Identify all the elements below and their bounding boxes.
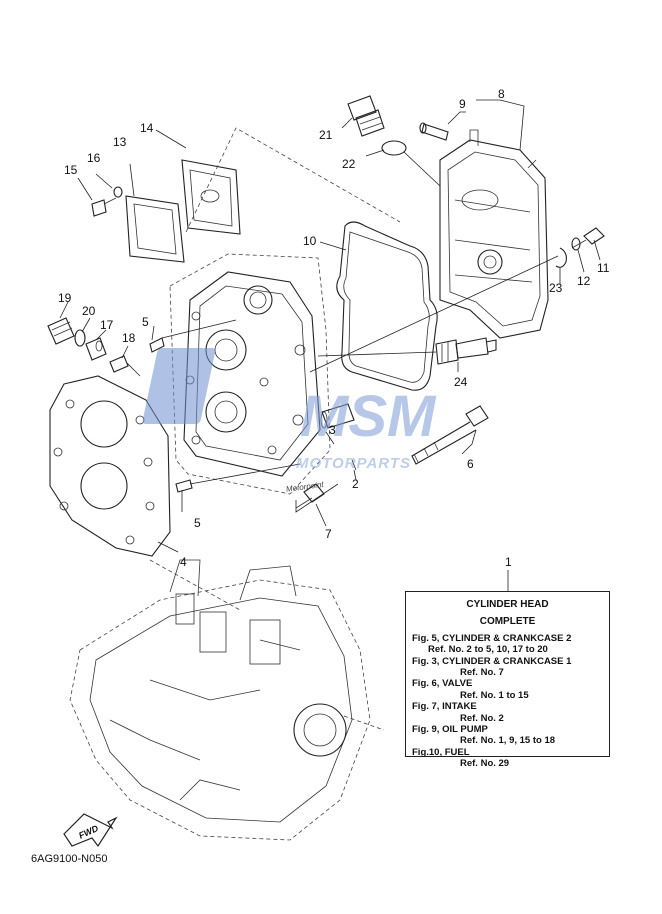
exhaust-cover-plate[interactable] <box>181 159 241 235</box>
callout-2: 2 <box>352 477 359 491</box>
head-bolt-long[interactable] <box>411 405 489 465</box>
callout-19: 19 <box>58 291 72 305</box>
cylinder-head[interactable] <box>169 253 331 495</box>
callout-13: 13 <box>113 135 127 149</box>
callout-labels: 1 2 3 4 5 5 6 7 8 9 10 11 12 13 14 15 16… <box>58 87 610 569</box>
callout-14: 14 <box>140 121 154 135</box>
cylinder-head-cover[interactable] <box>439 129 549 339</box>
ref-fig: Fig. 5, CYLINDER & CRANKCASE 2 <box>412 632 572 644</box>
diagram-code: 6AG9100-N050 <box>31 853 108 865</box>
reference-box: CYLINDER HEAD COMPLETE Fig. 5, CYLINDER … <box>405 591 610 769</box>
watermark: MSM MOTORPARTS <box>142 348 437 472</box>
hose-clip[interactable] <box>555 247 567 268</box>
plug-gasket[interactable] <box>74 329 86 347</box>
dowel-pin-upper[interactable] <box>149 337 165 353</box>
callout-4: 4 <box>180 555 187 569</box>
callout-21: 21 <box>319 128 333 142</box>
hose-nipple[interactable] <box>419 122 449 141</box>
ref-fig: Fig. 9, OIL PUMP <box>412 724 488 736</box>
callout-18: 18 <box>122 331 136 345</box>
ref-numbers: Ref. No. 2 to 5, 10, 17 to 20 <box>428 644 548 656</box>
washer[interactable] <box>571 237 581 251</box>
callout-17: 17 <box>100 318 114 332</box>
ref-fig: Fig. 3, CYLINDER & CRANKCASE 1 <box>412 655 572 667</box>
ref-numbers: Ref. No. 1 to 15 <box>460 689 529 701</box>
drain-plug[interactable] <box>47 317 75 345</box>
ref-numbers: Ref. No. 1, 9, 15 to 18 <box>460 735 556 747</box>
oil-seal-sleeve[interactable] <box>320 403 355 429</box>
o-ring[interactable] <box>381 140 407 156</box>
callout-5-upper: 5 <box>142 315 149 329</box>
spacer-collar[interactable] <box>85 337 107 361</box>
callout-5-lower: 5 <box>194 516 201 530</box>
engine-block-outline <box>69 559 371 841</box>
ref-fig: Fig. 6, VALVE <box>412 678 473 690</box>
ref-box-subtitle: COMPLETE <box>479 616 536 628</box>
watermark-brand: MSM <box>300 384 437 449</box>
oil-filler-cap[interactable] <box>347 95 385 137</box>
head-bolt[interactable] <box>295 483 325 509</box>
callout-20: 20 <box>82 304 96 318</box>
cover-screw[interactable] <box>91 197 117 217</box>
cover-bolt[interactable] <box>571 227 605 249</box>
ref-numbers: Ref. No. 2 <box>460 712 504 724</box>
callout-3: 3 <box>329 423 336 437</box>
ref-numbers: Ref. No. 7 <box>460 667 504 679</box>
callout-1: 1 <box>505 555 512 569</box>
callout-16: 16 <box>87 151 101 165</box>
head-cover-gasket[interactable] <box>336 221 438 391</box>
forward-arrow-icon: FWD <box>63 813 118 848</box>
ref-numbers: Ref. No. 29 <box>460 758 510 770</box>
anode-screw[interactable] <box>109 355 141 377</box>
cover-plate-gasket[interactable] <box>125 195 185 263</box>
dowel-pin-lower[interactable] <box>175 479 193 493</box>
callout-23: 23 <box>549 281 563 295</box>
callout-12: 12 <box>577 274 591 288</box>
callout-7: 7 <box>325 527 332 541</box>
callout-11: 11 <box>597 261 610 275</box>
callout-9: 9 <box>459 97 466 111</box>
watermark-text: MOTORPARTS <box>296 455 411 472</box>
callout-22: 22 <box>342 157 356 171</box>
ref-box-title: CYLINDER HEAD <box>466 599 549 610</box>
callout-10: 10 <box>303 234 317 248</box>
callout-6: 6 <box>467 457 474 471</box>
cover-washer[interactable] <box>113 186 123 198</box>
callout-15: 15 <box>64 163 78 177</box>
ref-fig: Fig. 7, INTAKE <box>412 701 477 713</box>
cylinder-head-gasket[interactable] <box>49 375 171 557</box>
ref-fig: Fig.10, FUEL <box>412 746 470 758</box>
callout-8: 8 <box>498 87 505 101</box>
callout-24: 24 <box>454 375 468 389</box>
spark-plug[interactable] <box>435 337 497 365</box>
